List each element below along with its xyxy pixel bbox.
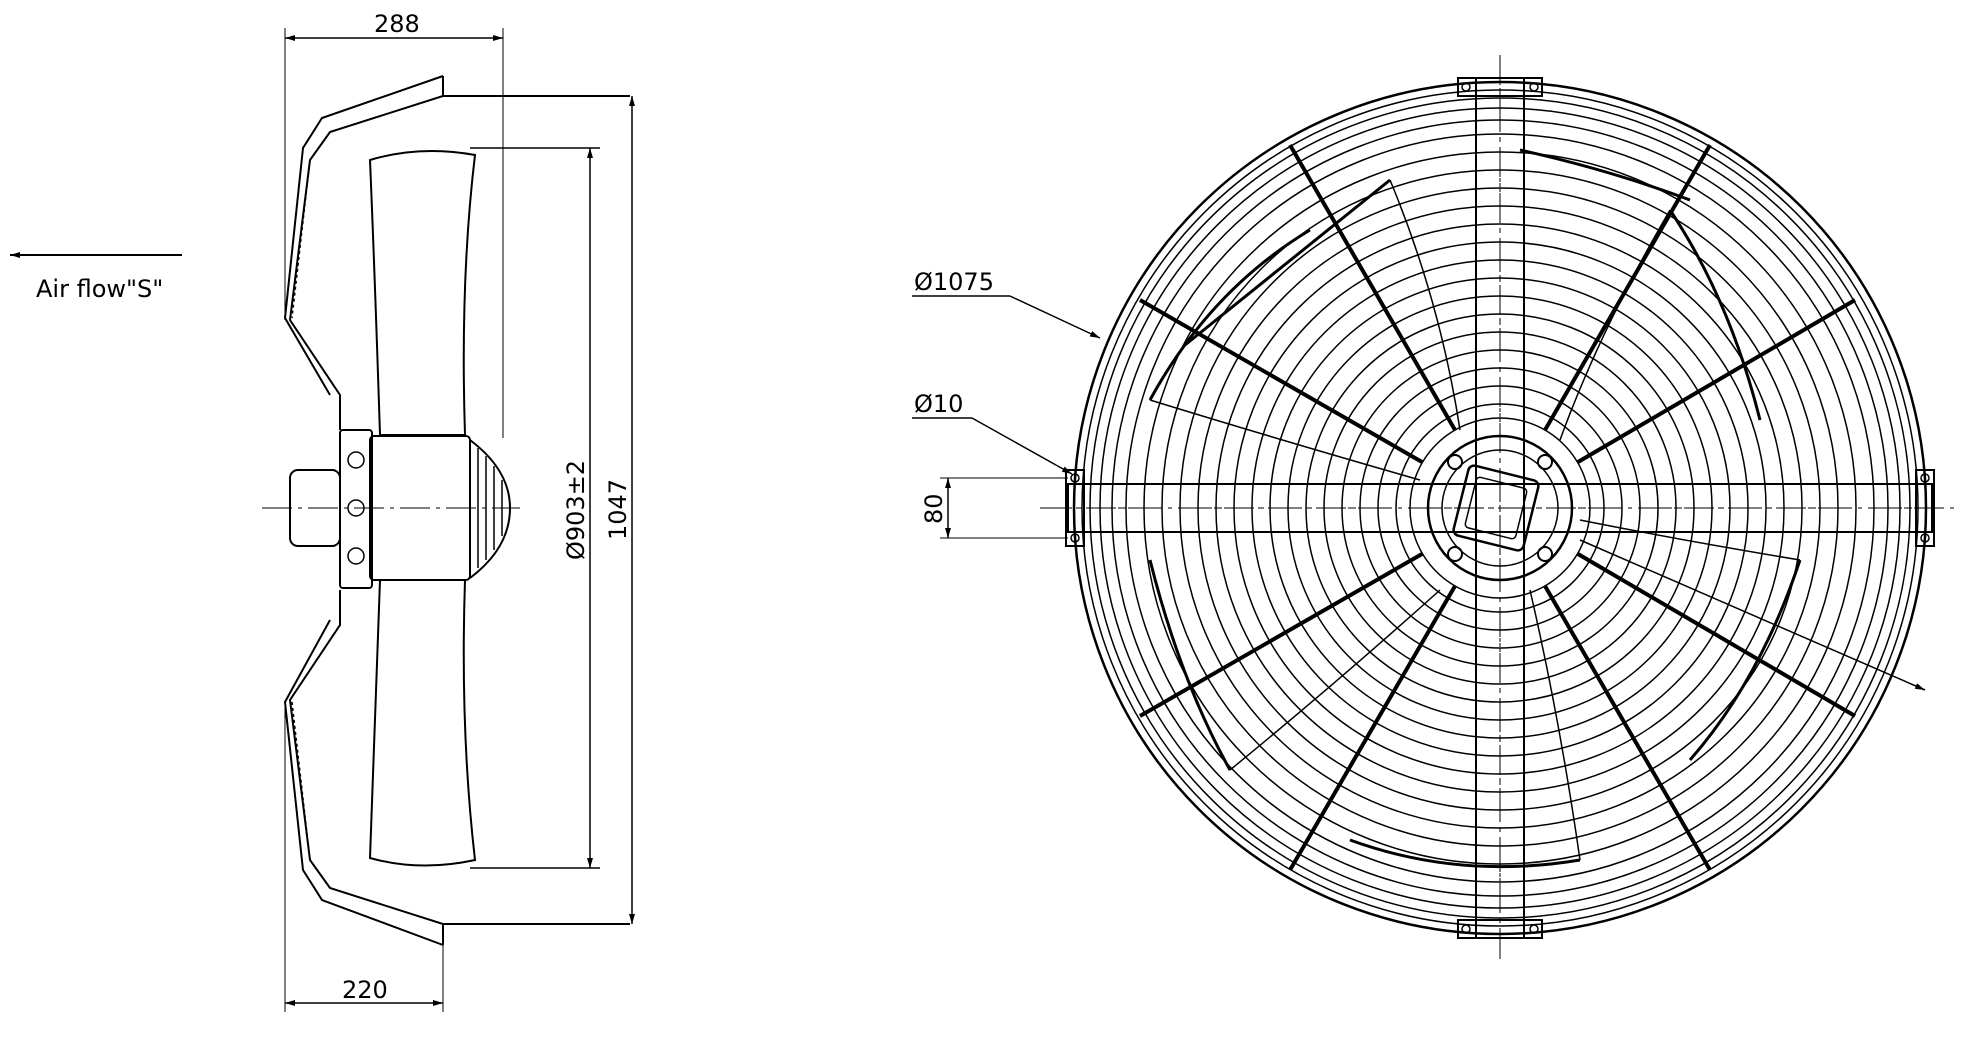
front-view: Ø1075 Ø10 80 — [912, 55, 1955, 965]
dim-10-leader — [971, 417, 1073, 475]
dim-220-label: 220 — [342, 976, 388, 1004]
side-shroud-inner — [283, 75, 444, 946]
side-guard-edge — [291, 131, 331, 889]
front-bracket-holes — [1070, 82, 1930, 934]
front-hub-inner — [1441, 449, 1559, 567]
dim-10-label: Ø10 — [914, 390, 963, 418]
side-view: 288 220 Ø903±2 1047 — [262, 10, 635, 1012]
side-shroud-outer — [288, 76, 444, 945]
front-bracket-tabs — [1065, 77, 1935, 939]
dim-288-label: 288 — [374, 10, 420, 38]
dim-1075-leader — [1009, 295, 1101, 339]
front-right-leader — [1579, 539, 1926, 691]
front-hub-outer — [1426, 434, 1574, 582]
side-blade — [368, 150, 477, 436]
side-motor-fins — [477, 448, 503, 568]
dim-903-label: Ø903±2 — [562, 460, 590, 560]
dim-1047-label: 1047 — [604, 479, 632, 540]
front-hub-motor-plate-inner — [1464, 476, 1528, 540]
airflow-label: Air flow"S" — [36, 275, 163, 303]
side-motor-body — [369, 435, 471, 581]
front-hub-bolts — [1447, 454, 1553, 562]
side-motor-cap — [289, 469, 341, 547]
front-guard-spokes — [1139, 143, 1857, 872]
dim-1075-label: Ø1075 — [914, 268, 994, 296]
side-blade-lower — [368, 579, 477, 867]
dim-80-label: 80 — [920, 493, 948, 524]
airflow-indicator: Air flow"S" — [10, 252, 182, 303]
front-hub-motor-plate — [1452, 464, 1540, 552]
side-mount-bolts — [347, 451, 365, 565]
front-blades — [1148, 148, 1802, 869]
side-motor-rotor — [469, 439, 512, 579]
